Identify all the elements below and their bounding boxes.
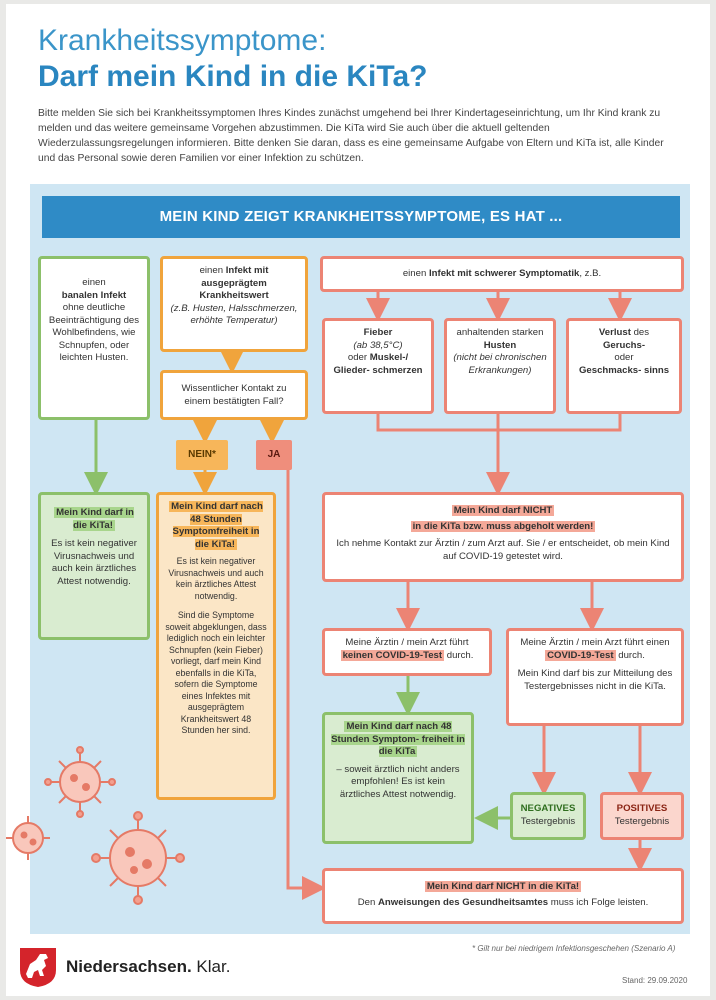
- severe-infect-box: einen Infekt mit schwerer Symptomatik, z…: [320, 256, 684, 292]
- brand-text: Niedersachsen. Klar.: [66, 957, 231, 976]
- final-not-allowed-box: Mein Kind darf NICHT in die KiTa! Den An…: [322, 868, 684, 924]
- allowed-48h-box: Mein Kind darf nach 48 Stunden Symptom- …: [322, 712, 474, 844]
- nein-tag: NEIN*: [176, 440, 228, 470]
- contact-question-box: Wissentlicher Kontakt zu einem bestätigt…: [160, 370, 308, 420]
- date-stamp: Stand: 29.09.2020: [622, 976, 688, 985]
- banal-infect-box: einen banalen Infekt ohne deutliche Beei…: [38, 256, 150, 420]
- title-line2: Darf mein Kind in die KiTa?: [38, 60, 428, 93]
- footnote: * Gilt nur bei niedrigem Infektionsgesch…: [472, 944, 676, 953]
- title-line1: Krankheitssymptome:: [38, 24, 327, 57]
- cough-box: anhaltenden starken Husten (nicht bei ch…: [444, 318, 556, 414]
- smell-loss-box: Verlust des Geruchs-oder Geschmacks- sin…: [566, 318, 682, 414]
- pronounced-infect-box: einen Infekt mit ausgeprägtem Krankheits…: [160, 256, 308, 352]
- no-test-box: Meine Ärztin / mein Arzt führt keinen CO…: [322, 628, 492, 676]
- not-allowed-box: Mein Kind darf NICHT in die KiTa bzw. mu…: [322, 492, 684, 582]
- banal-result-box: Mein Kind darf in die KiTa! Es ist kein …: [38, 492, 150, 640]
- intro-text: Bitte melden Sie sich bei Krankheitssymp…: [38, 108, 664, 164]
- symptom-banner: MEIN KIND ZEIGT KRANKHEITSSYMPTOME, ES H…: [42, 196, 680, 238]
- pronounced-result-box: Mein Kind darf nach 48 Stunden Symptomfr…: [156, 492, 276, 800]
- fever-box: Fieber(ab 38,5°C) oder Muskel-/ Glieder-…: [322, 318, 434, 414]
- test-box: Meine Ärztin / mein Arzt führt einen COV…: [506, 628, 684, 726]
- niedersachsen-horse-logo: [20, 948, 56, 987]
- ja-tag: JA: [256, 440, 292, 470]
